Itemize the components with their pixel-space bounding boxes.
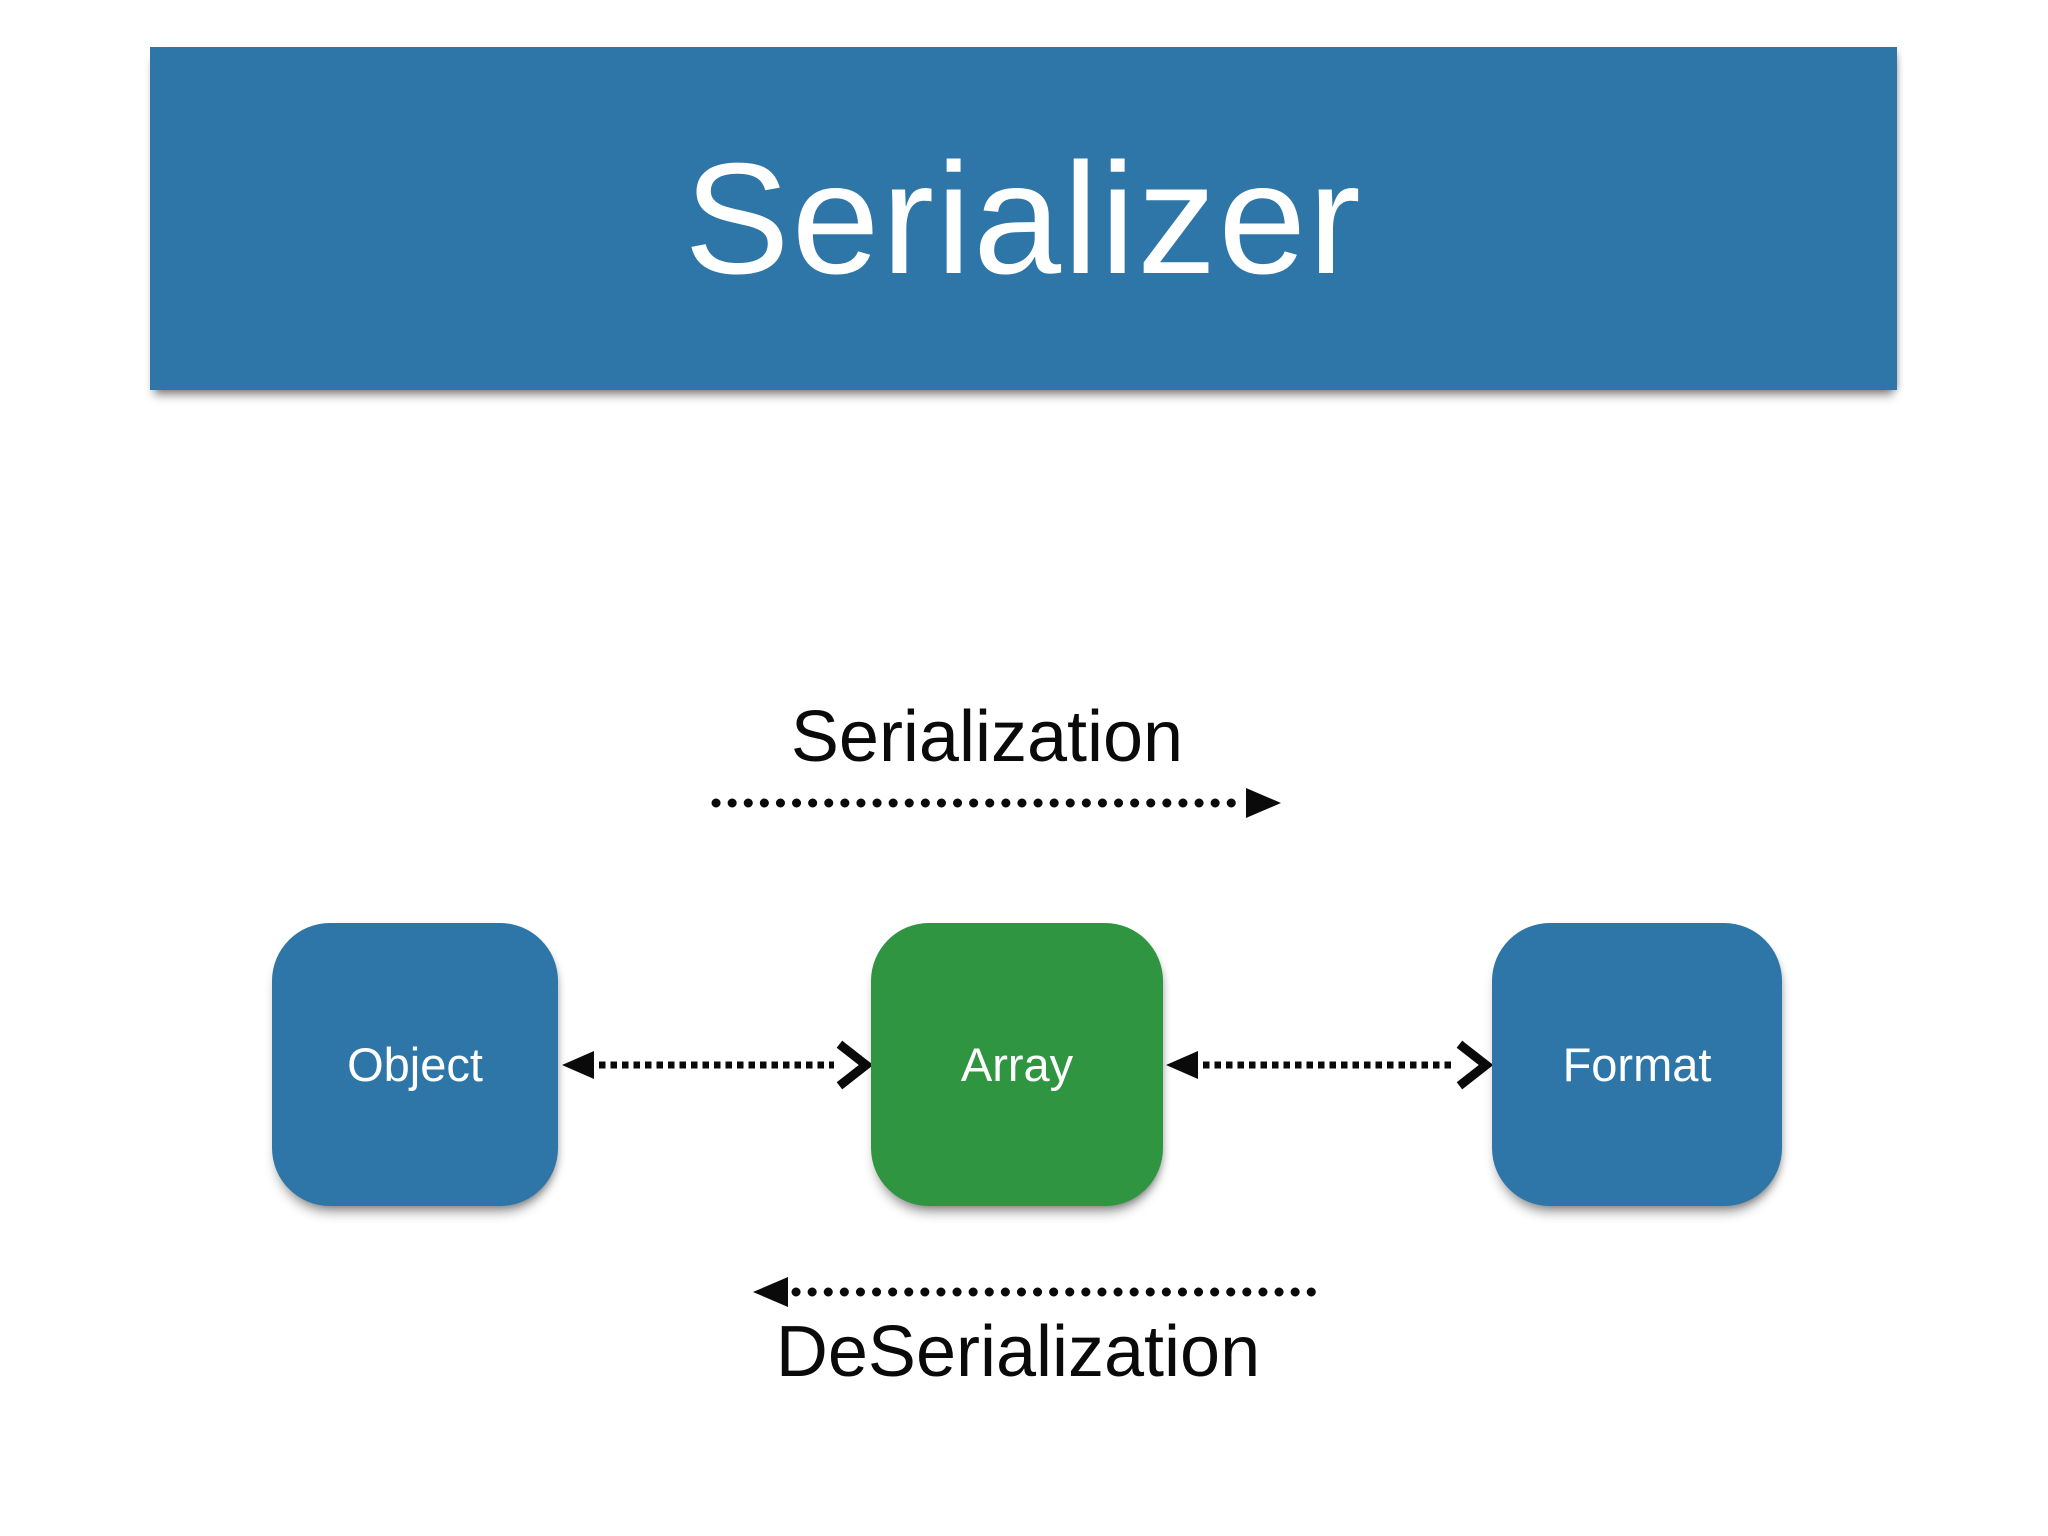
deserialization-arrow (753, 1277, 1317, 1307)
deserialization-arrowhead-left (753, 1277, 788, 1307)
array-format-arrowhead-left (1166, 1051, 1198, 1079)
deserialization-label: DeSerialization (775, 1312, 1261, 1392)
title-banner: Serializer (150, 47, 1897, 390)
node-format: Format (1492, 923, 1782, 1206)
object-array-arrowhead-right (836, 1040, 874, 1090)
serialization-arrowhead-right (1246, 788, 1281, 818)
object-array-arrowhead-left (562, 1051, 594, 1079)
slide-title: Serializer (684, 130, 1363, 307)
node-format-label: Format (1562, 1038, 1712, 1091)
array-format-arrow (1166, 1040, 1494, 1090)
node-object-label: Object (347, 1038, 483, 1091)
serialization-arrow (711, 788, 1281, 818)
node-array: Array (871, 923, 1163, 1206)
node-object: Object (272, 923, 558, 1206)
serialization-label: Serialization (790, 697, 1184, 777)
array-format-arrowhead-right (1456, 1040, 1494, 1090)
object-array-arrow (562, 1040, 874, 1090)
node-array-label: Array (960, 1038, 1074, 1091)
